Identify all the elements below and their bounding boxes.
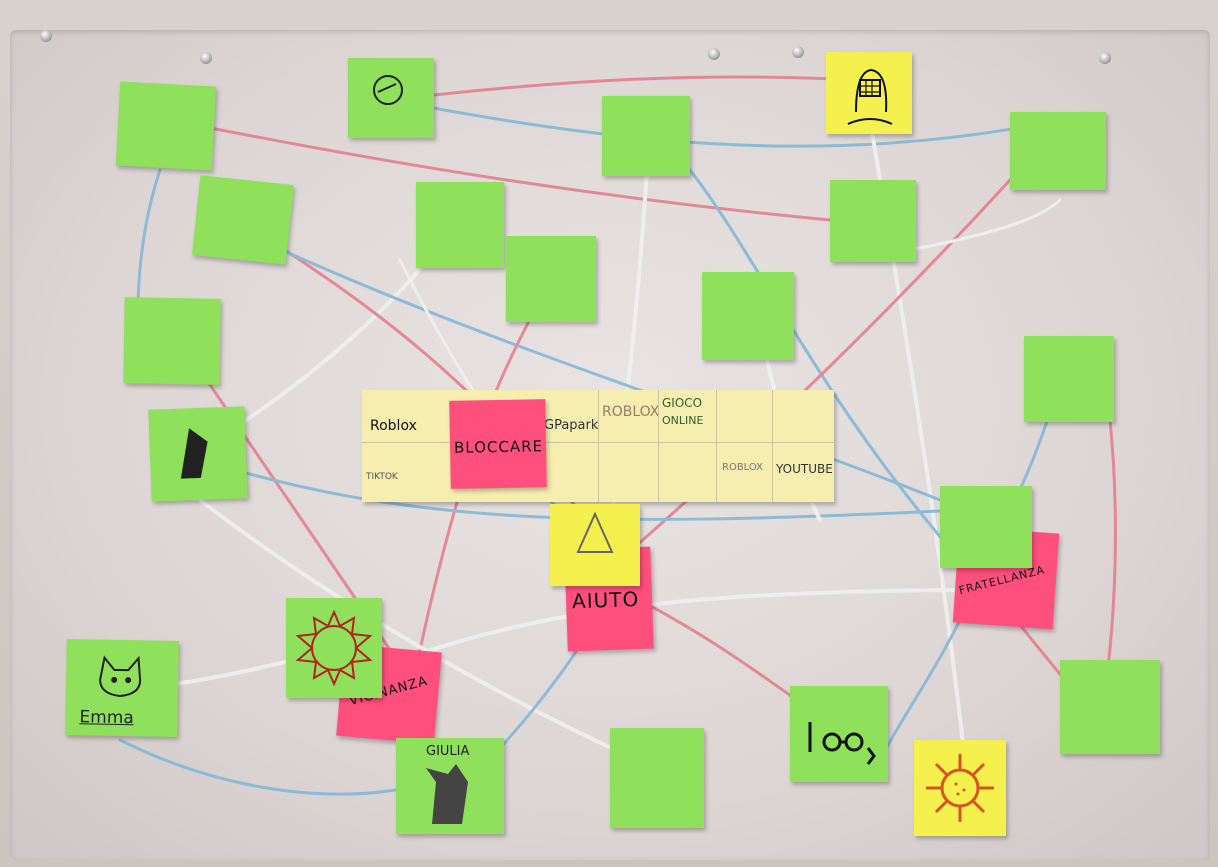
note-emma: Emma [65, 639, 179, 737]
strip-cell-gioco: GIOCO [662, 396, 703, 410]
note-giulia: GIULIA [396, 738, 504, 834]
note-sun [286, 598, 382, 698]
note-giulia-label: GIULIA [426, 744, 470, 759]
note-fratellanza-label: FRATELLANZA [957, 563, 1047, 598]
note-aiuto-label: AIUTO [571, 586, 640, 614]
strip-divider [716, 390, 717, 502]
note-green [940, 486, 1032, 568]
strip-divider [772, 390, 773, 502]
note-green [416, 182, 504, 268]
note-bloccare: BLOCCARE [449, 399, 547, 489]
strip-cell-tiktok: TIKTOK [366, 472, 398, 482]
unicorn-drawing [180, 428, 208, 479]
logo-drawing [373, 75, 403, 105]
note-bloccare-label: BLOCCARE [453, 437, 544, 457]
sun-drawing [295, 609, 373, 687]
strip-divider [598, 390, 599, 502]
cat-drawing [99, 655, 142, 697]
pin [708, 48, 720, 60]
note-yellow-face [826, 52, 912, 134]
virus-drawing [926, 754, 994, 822]
strip-cell-roblox: Roblox [370, 418, 417, 434]
horse-drawing [426, 764, 468, 824]
pin [200, 52, 212, 64]
strip-cell-online: ONLINE [662, 414, 704, 427]
note-green-logo [348, 58, 434, 138]
strip-divider [658, 390, 659, 502]
strip-cell-gpapark: GPapark [544, 418, 599, 433]
note-green [123, 297, 221, 385]
face-mask-drawing [847, 68, 893, 125]
strip-cell-roblox-3: ROBLOX [722, 462, 763, 473]
pin [792, 46, 804, 58]
note-green [1060, 660, 1160, 754]
note-green [702, 272, 794, 360]
pin [40, 30, 52, 42]
note-green [1010, 112, 1106, 190]
pin [1099, 52, 1111, 64]
strip-cell-youtube: YOUTUBE [776, 462, 833, 476]
note-green [506, 236, 596, 322]
note-green [192, 175, 294, 265]
note-green [148, 406, 248, 502]
note-glasses [790, 686, 888, 782]
note-green [830, 180, 916, 262]
topic-strip: Roblox GPapark ROBLOX GIOCO ONLINE TIKTO… [362, 390, 834, 502]
note-yellow-warning [550, 504, 640, 586]
warning-drawing [576, 511, 614, 553]
note-green [115, 81, 217, 171]
note-green [610, 728, 704, 828]
note-green [1024, 336, 1114, 422]
note-yellow-virus [914, 740, 1006, 836]
note-green [602, 96, 690, 176]
glasses-drawing [808, 722, 876, 765]
strip-cell-roblox-2: ROBLOX [602, 404, 660, 420]
note-emma-label: Emma [79, 707, 134, 729]
